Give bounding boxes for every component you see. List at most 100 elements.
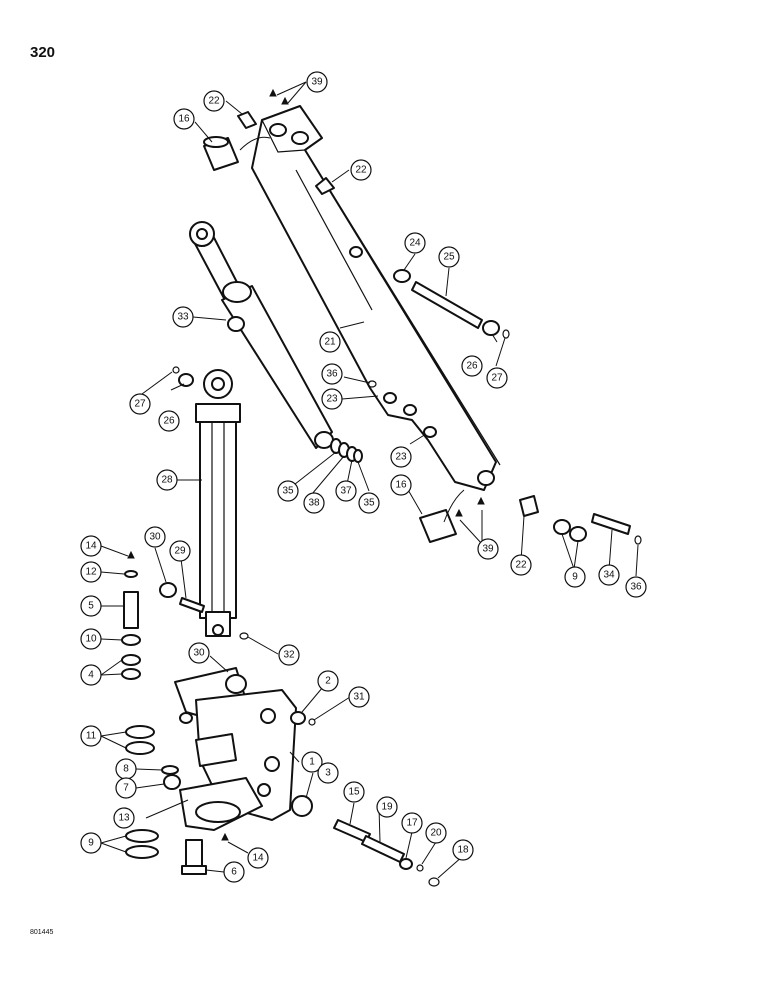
svg-text:23: 23: [395, 452, 407, 463]
callout: 23: [390, 446, 412, 468]
svg-text:34: 34: [603, 570, 615, 581]
svg-text:2: 2: [325, 676, 331, 687]
swing-tower-bracket: [174, 667, 297, 831]
callout: 36: [321, 363, 343, 385]
svg-text:11: 11: [86, 731, 97, 742]
svg-text:9: 9: [572, 572, 578, 583]
callout: 4: [80, 664, 102, 686]
callout: 2: [317, 670, 339, 692]
callout: 29: [169, 540, 191, 562]
svg-text:4: 4: [88, 670, 94, 681]
svg-text:21: 21: [324, 337, 336, 348]
callout: 22: [203, 90, 225, 112]
callout: 34: [598, 564, 620, 586]
svg-text:38: 38: [308, 498, 320, 509]
callout: 19: [376, 796, 398, 818]
figure-code: 801445: [30, 929, 54, 936]
svg-text:29: 29: [174, 546, 186, 557]
svg-text:5: 5: [88, 601, 94, 612]
svg-text:3: 3: [325, 768, 331, 779]
callout: 32: [278, 644, 300, 666]
callout: 27: [129, 393, 151, 415]
svg-text:30: 30: [149, 532, 161, 543]
svg-text:14: 14: [85, 541, 97, 552]
callout: 1: [301, 751, 323, 773]
svg-text:19: 19: [381, 802, 393, 813]
svg-text:13: 13: [118, 813, 130, 824]
svg-text:22: 22: [515, 560, 527, 571]
callout: 16: [173, 108, 195, 130]
callout: 23: [321, 388, 343, 410]
svg-text:23: 23: [326, 394, 338, 405]
callout: 22: [510, 554, 532, 576]
callout: 25: [438, 246, 460, 268]
callout-bubbles: 22 39 16 22 24 25 33 21 26 27 36 23 27 2…: [80, 71, 647, 883]
svg-text:10: 10: [85, 634, 97, 645]
callout: 8: [115, 758, 137, 780]
svg-text:17: 17: [406, 818, 418, 829]
svg-text:18: 18: [457, 845, 469, 856]
callout: 22: [350, 159, 372, 181]
callout: 26: [461, 355, 483, 377]
callout: 13: [113, 807, 135, 829]
callout: 39: [477, 538, 499, 560]
callout: 21: [319, 331, 341, 353]
callout: 6: [223, 861, 245, 883]
svg-text:16: 16: [178, 114, 190, 125]
lower-hydraulic-cylinder: [195, 369, 241, 637]
callout: 9: [80, 832, 102, 854]
callout: 15: [343, 781, 365, 803]
svg-text:32: 32: [283, 650, 295, 661]
leader-lines: [100, 81, 639, 879]
svg-text:25: 25: [443, 252, 455, 263]
callout: 5: [80, 595, 102, 617]
svg-text:15: 15: [348, 787, 360, 798]
callout: 39: [306, 71, 328, 93]
callout: 10: [80, 628, 102, 650]
callout: 35: [358, 492, 380, 514]
boom-arm: [251, 105, 501, 491]
svg-text:39: 39: [482, 544, 494, 555]
callout: 24: [404, 232, 426, 254]
page-number: 320: [30, 44, 56, 61]
svg-text:9: 9: [88, 838, 94, 849]
callout: 17: [401, 812, 423, 834]
callout: 30: [144, 526, 166, 548]
callout: 9: [564, 566, 586, 588]
callout: 27: [486, 367, 508, 389]
svg-text:8: 8: [123, 764, 129, 775]
callout: 7: [115, 777, 137, 799]
callout: 3: [317, 762, 339, 784]
svg-text:16: 16: [395, 480, 407, 491]
svg-text:35: 35: [363, 498, 375, 509]
callout: 14: [247, 847, 269, 869]
svg-text:35: 35: [282, 486, 294, 497]
svg-text:26: 26: [466, 361, 478, 372]
svg-text:30: 30: [193, 648, 205, 659]
svg-text:1: 1: [309, 757, 315, 768]
callout: 28: [156, 469, 178, 491]
svg-text:28: 28: [161, 475, 173, 486]
svg-text:20: 20: [430, 828, 442, 839]
svg-text:14: 14: [252, 853, 264, 864]
svg-text:6: 6: [231, 867, 237, 878]
svg-text:31: 31: [353, 692, 365, 703]
svg-text:22: 22: [355, 165, 367, 176]
callout: 30: [188, 642, 210, 664]
callout: 37: [335, 480, 357, 502]
svg-text:37: 37: [340, 486, 352, 497]
svg-text:22: 22: [208, 96, 220, 107]
callout: 33: [172, 306, 194, 328]
svg-text:24: 24: [409, 238, 421, 249]
svg-text:26: 26: [163, 416, 175, 427]
callout: 12: [80, 561, 102, 583]
callout: 18: [452, 839, 474, 861]
callout: 14: [80, 535, 102, 557]
callout: 36: [625, 576, 647, 598]
callout: 31: [348, 686, 370, 708]
svg-text:39: 39: [311, 77, 323, 88]
svg-text:27: 27: [491, 373, 503, 384]
callout: 11: [80, 725, 102, 747]
callout: 20: [425, 822, 447, 844]
